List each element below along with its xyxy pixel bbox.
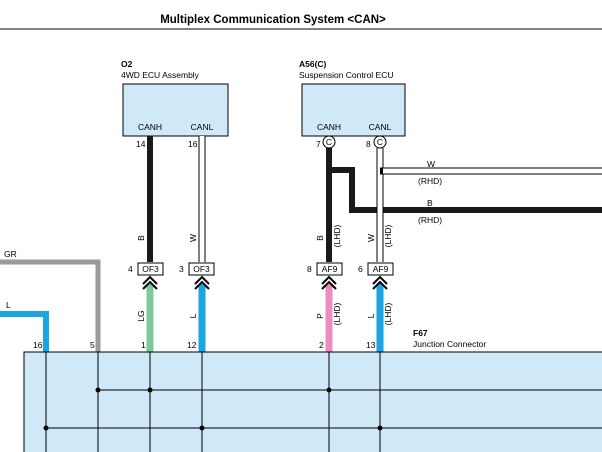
f67-code-label: F67 [413,328,428,338]
rhd-note-2: (RHD) [418,215,442,225]
wire-a56-canh-upper [326,148,602,213]
a56-connector-marker-2 [373,135,387,149]
junction-connector-box [23,351,602,452]
a56-canl-upper-color: W [366,234,376,242]
f67-pin-1: 1 [141,340,146,350]
o2-canh-label: CANH [138,122,162,132]
a56-canh-lower-color: P [315,313,325,319]
connector-af9-b-pin: 6 [358,264,363,274]
f67-pin-12: 12 [187,340,197,350]
a56-canl-label: CANL [369,122,392,132]
af9-a-chevron [321,275,337,290]
o2-canh-pin-number: 14 [136,139,146,149]
connector-af9-b-box [367,262,394,276]
connector-af9-a-label: AF9 [322,264,338,274]
rhd-w-color-label: W [427,159,435,169]
connector-of3-b-box [188,262,215,276]
connector-of3-b-label: OF3 [193,264,210,274]
o2-ecu-box [122,83,229,137]
f67-pin-16: 16 [33,340,43,350]
connector-af9-b-label: AF9 [373,264,389,274]
connector-of3-a-label: OF3 [142,264,159,274]
lhd-note-3: (LHD) [332,303,342,326]
f67-name-label: Junction Connector [413,339,486,349]
a56-connector-marker-2-text: C [377,137,383,147]
connector-of3-a-box [137,262,164,276]
connector-af9-a-pin: 8 [307,264,312,274]
o2-canh-upper-color: B [136,235,146,241]
rhd-note-1: (RHD) [418,176,442,186]
o2-canl-upper-color: W [188,234,198,242]
l-wire-color-label: L [6,300,11,310]
a56-ecu-box [301,83,406,137]
o2-name-label: 4WD ECU Assembly [121,70,200,80]
connector-of3-b-pin: 3 [179,264,184,274]
a56-canl-lower-color: L [366,313,376,318]
lhd-note-1: (LHD) [332,225,342,248]
o2-canh-lower-color: LG [136,310,146,321]
gr-wire-color-label: GR [4,249,17,259]
a56-connector-marker-1-text: C [326,137,332,147]
o2-code-label: O2 [121,59,133,69]
connector-of3-a-pin: 4 [128,264,133,274]
a56-canh-upper-color: B [315,235,325,241]
f67-pin-5: 5 [90,340,95,350]
a56-name-label: Suspension Control ECU [299,70,394,80]
a56-code-label: A56(C) [299,59,327,69]
o2-canl-label: CANL [191,122,214,132]
junction-splice-dots [43,387,383,431]
lhd-note-4: (LHD) [383,303,393,326]
a56-connector-marker-1 [322,135,336,149]
o2-canl-pin-number: 16 [188,139,198,149]
rhd-b-color-label: B [427,198,433,208]
a56-canl-pin-number: 8 [366,139,371,149]
o2-canl-lower-color: L [188,313,198,318]
wire-gr [0,259,101,352]
a56-canh-pin-number: 7 [316,139,321,149]
junction-internal-bus [45,352,602,452]
f67-pin-2: 2 [319,340,324,350]
of3-b-chevron [194,275,210,290]
lhd-note-2: (LHD) [383,225,393,248]
connector-af9-a-box [316,262,343,276]
a56-canh-label: CANH [317,122,341,132]
diagram-title: Multiplex Communication System <CAN> [160,14,386,26]
af9-b-chevron [372,275,388,290]
wire-l [0,311,49,352]
f67-pin-13: 13 [366,340,376,350]
of3-a-chevron [142,275,158,290]
